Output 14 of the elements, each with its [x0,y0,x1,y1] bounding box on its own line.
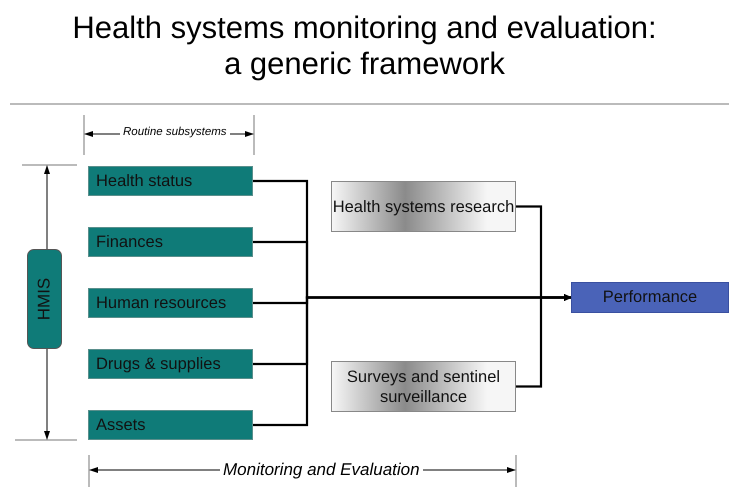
subsystem-box: Health status [88,166,253,196]
title: Health systems monitoring and evaluation: a generic framework [71,10,658,82]
data-source-box: Health systems research [331,181,516,232]
connector-arrow [516,294,572,388]
subsystem-box: Human resources [88,288,253,318]
subsystem-box: Assets [88,410,253,440]
dimension-label: Monitoring and Evaluation [220,460,423,480]
data-source-box: Surveys and sentinel surveillance [331,361,516,412]
subsystem-box: Drugs & supplies [88,349,253,379]
subsystem-box: Finances [88,227,253,257]
dimension-label: Routine subsystems [120,126,230,138]
hmis-pill [27,249,62,349]
node-label: HMIS [34,278,54,320]
outcome-box: Performance [571,282,729,313]
